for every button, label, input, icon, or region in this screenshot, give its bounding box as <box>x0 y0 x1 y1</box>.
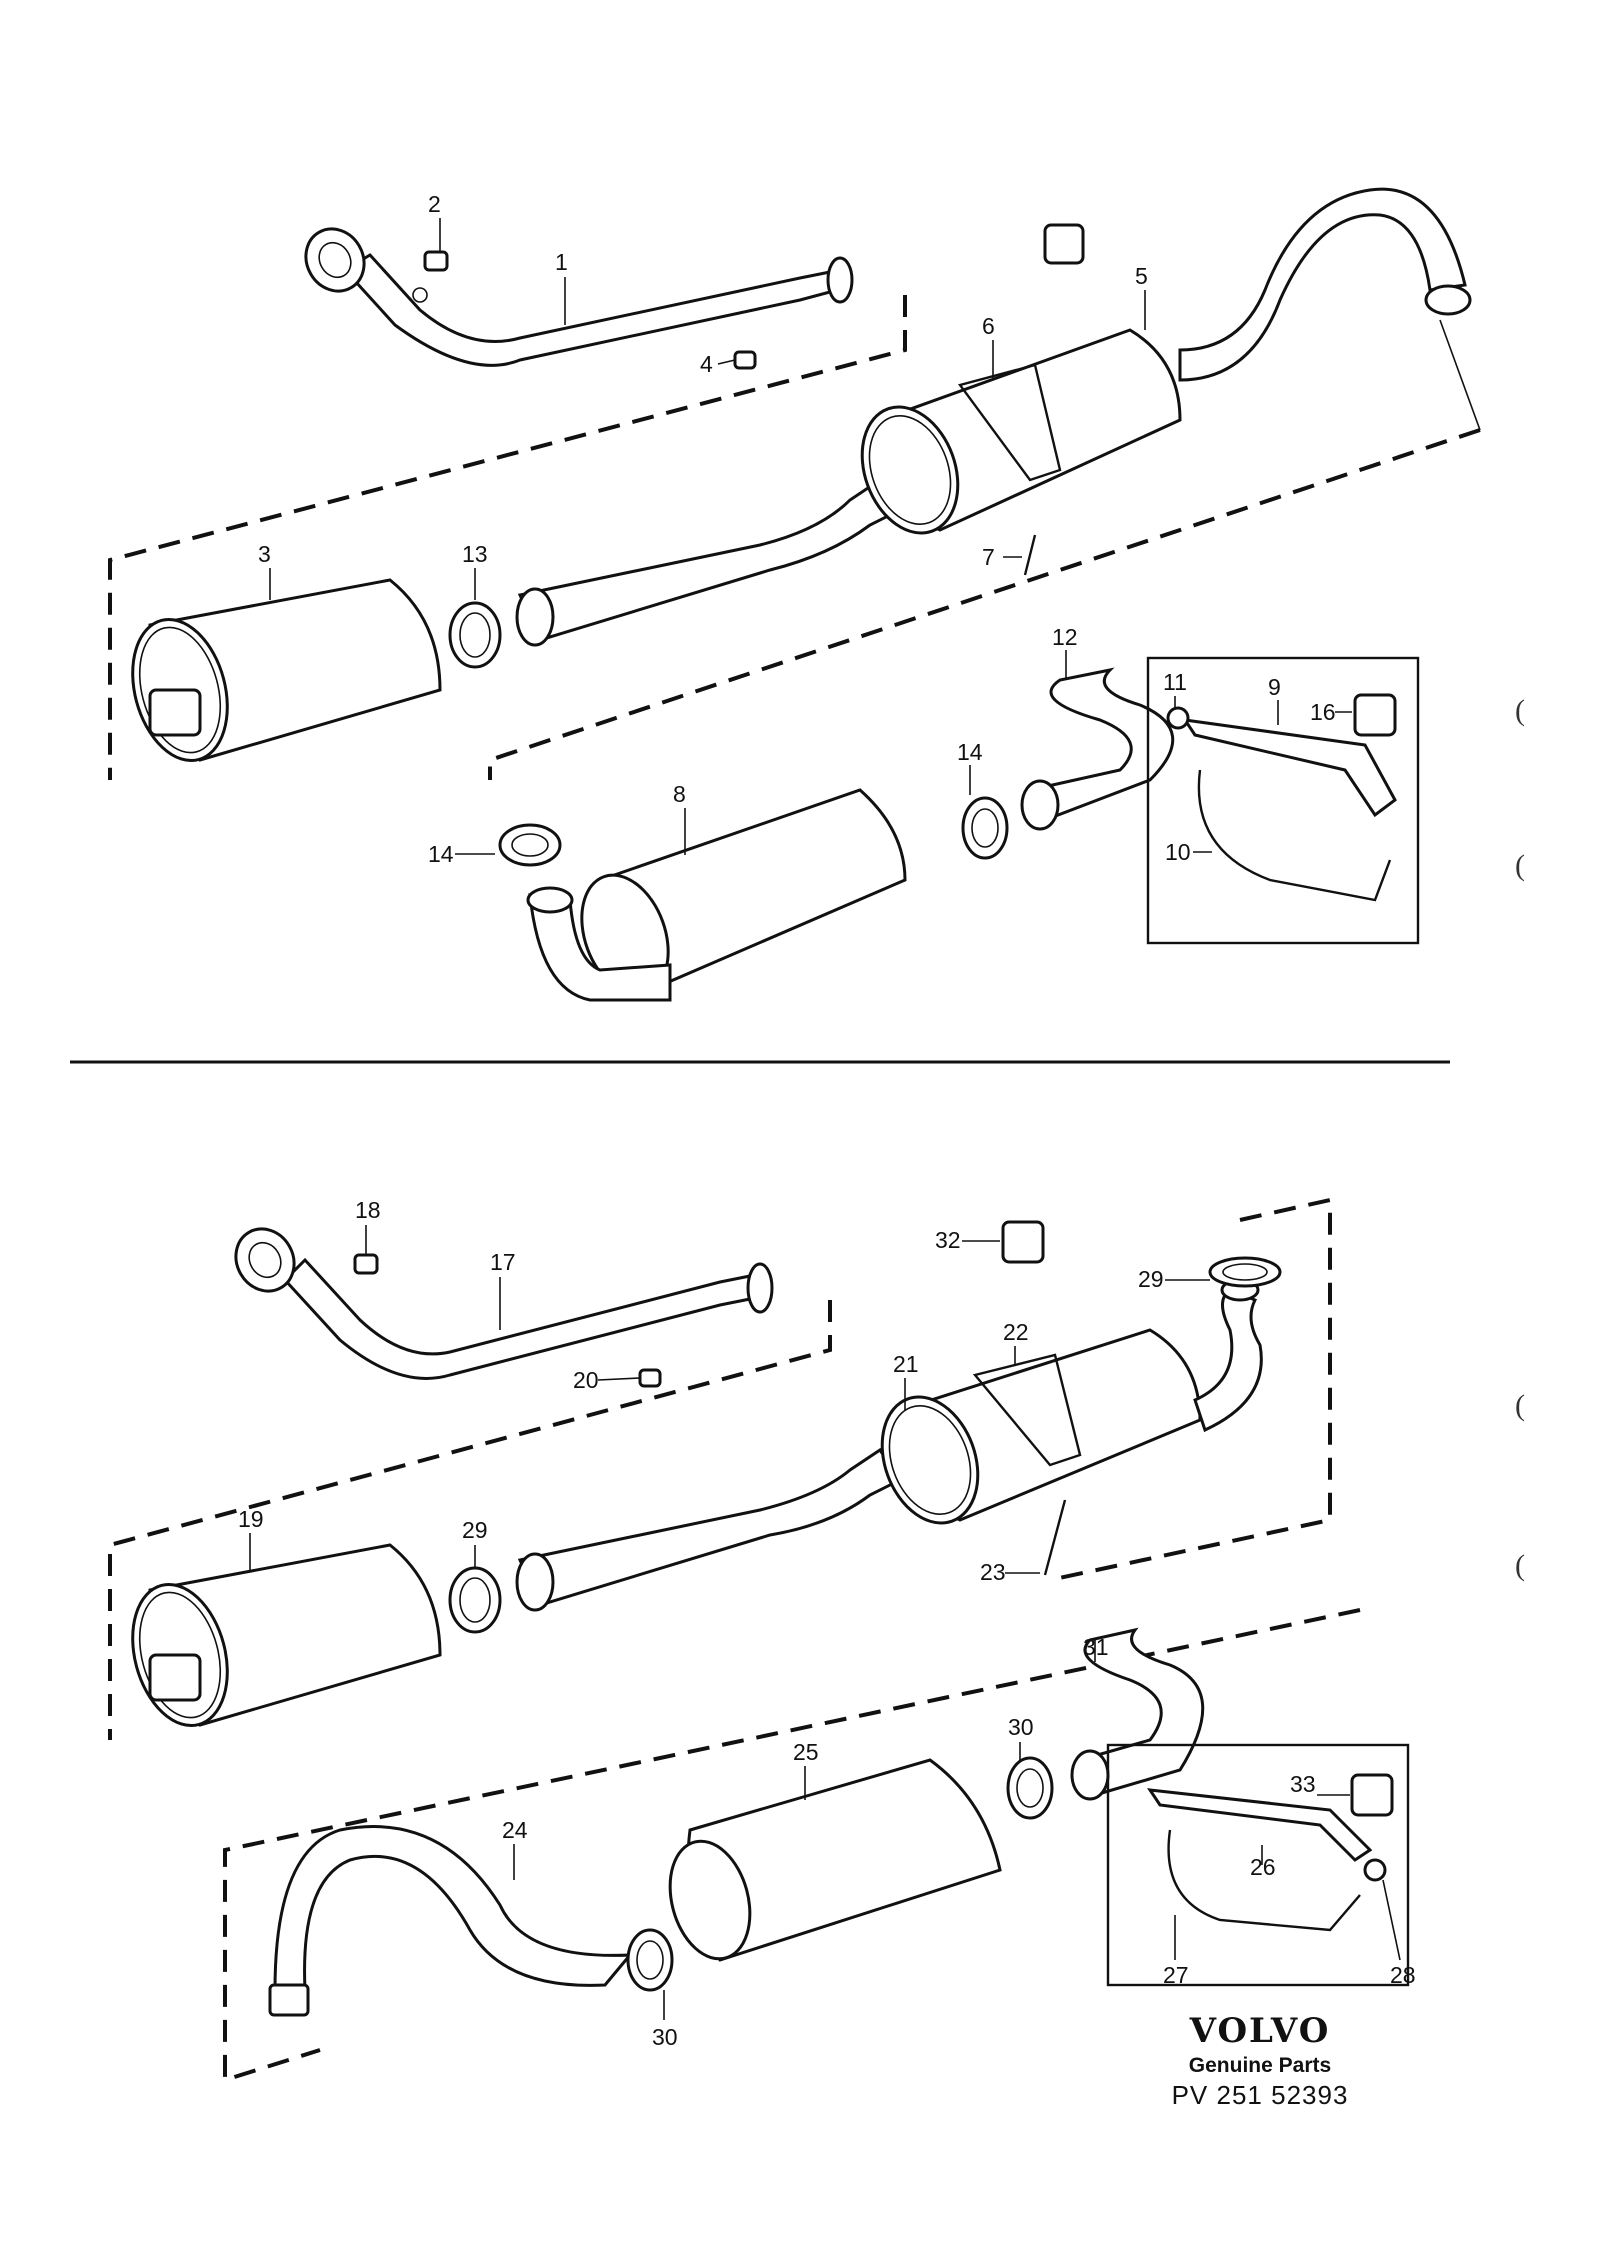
callout-label: 8 <box>673 781 686 807</box>
nut-18 <box>353 1253 379 1275</box>
hanger-band-6 <box>957 363 1062 482</box>
callout-label: 5 <box>1135 263 1148 289</box>
dashed-group-outline-bottom-c <box>223 1608 1361 2083</box>
dashed-group-outline-mid <box>488 428 1481 780</box>
callout-label: 18 <box>355 1197 381 1223</box>
callout-label: 7 <box>982 544 995 570</box>
callout-label: 6 <box>982 313 995 339</box>
callout-label: 22 <box>1003 1319 1029 1345</box>
callout-label: 29 <box>462 1517 488 1543</box>
callout-label: 13 <box>462 541 488 567</box>
callout-label: 30 <box>1008 1714 1034 1740</box>
tail-pipe-31 <box>1070 1627 1205 1801</box>
margin-marks: ( ( ( ( <box>1515 694 1525 1582</box>
front-pipe-17 <box>234 1227 774 1380</box>
clamp-29-left <box>448 1566 502 1634</box>
rear-silencer-8 <box>526 788 907 1002</box>
callouts-bottom: 17 18 19 20 21 22 23 24 25 26 27 28 29 2… <box>238 1197 1416 2050</box>
clamp-13 <box>448 601 502 669</box>
callout-label: 21 <box>893 1351 919 1377</box>
intermediate-pipe-bottom <box>515 1447 903 1612</box>
callout-label: 17 <box>490 1249 516 1275</box>
rubber-mount-32 <box>1001 1220 1045 1264</box>
bolt-23 <box>1043 1499 1067 1576</box>
brand-block: VOLVO Genuine Parts PV 251 52393 <box>1172 2011 1349 2110</box>
callout-label: 11 <box>1163 669 1187 695</box>
callout-label: 33 <box>1290 1771 1316 1797</box>
rear-silencer-25 <box>668 1758 1002 1962</box>
inset-box-bottom <box>1106 1743 1410 1987</box>
genuine-parts-label: Genuine Parts <box>1189 2054 1331 2077</box>
dashed-group-outline-bottom-a <box>108 1300 832 1740</box>
part-number: PV 251 52393 <box>1172 2080 1349 2110</box>
callout-label: 20 <box>573 1367 599 1393</box>
callouts-bottom-leaders <box>249 1225 1401 2020</box>
margin-mark: ( <box>1515 1389 1525 1422</box>
clamp-30-left <box>626 1928 674 1992</box>
bolt-7 <box>1023 534 1037 576</box>
callout-label: 14 <box>428 841 454 867</box>
callout-label: 3 <box>258 541 271 567</box>
callout-label: 30 <box>652 2024 678 2050</box>
callout-label: 1 <box>555 249 568 275</box>
callout-label: 4 <box>700 351 713 377</box>
callout-label: 23 <box>980 1559 1006 1585</box>
clamp-30-right <box>1006 1756 1054 1820</box>
front-silencer-19 <box>131 1543 442 1728</box>
tail-pipe-24 <box>268 1825 634 2017</box>
clamp-29-right <box>1208 1256 1282 1288</box>
intermediate-pipe <box>515 477 903 647</box>
clamp-14-right <box>961 796 1009 860</box>
callout-label: 28 <box>1390 1962 1416 1988</box>
callout-label: 9 <box>1268 674 1281 700</box>
top-assembly <box>108 187 1481 1002</box>
dashed-group-outline-top <box>108 295 907 780</box>
margin-mark: ( <box>1515 1549 1525 1582</box>
hanger-band-22 <box>972 1353 1082 1467</box>
callouts-top-leaders <box>269 218 1352 855</box>
callouts-top: 1 2 3 4 5 6 7 8 9 10 11 12 13 14 14 16 <box>258 191 1336 867</box>
callout-label: 16 <box>1310 699 1336 725</box>
middle-silencer-21 <box>880 1278 1263 1525</box>
middle-silencer-5 <box>860 187 1472 535</box>
callout-label: 10 <box>1165 839 1191 865</box>
front-silencer-3 <box>131 578 442 763</box>
tail-pipe-12 <box>1020 667 1175 831</box>
callout-label: 12 <box>1052 624 1078 650</box>
front-pipe-1 <box>304 227 854 367</box>
margin-mark: ( <box>1515 849 1525 882</box>
callout-label: 2 <box>428 191 441 217</box>
bottom-assembly <box>108 1197 1410 2083</box>
dashed-group-outline-bottom-b <box>1049 1197 1332 1582</box>
inset-box-top <box>1146 656 1420 945</box>
callout-label: 32 <box>935 1227 961 1253</box>
rubber-mount <box>1043 223 1085 265</box>
callout-label: 27 <box>1163 1962 1189 1988</box>
callout-label: 19 <box>238 1506 264 1532</box>
clamp-14-left <box>498 823 562 867</box>
callout-label: 25 <box>793 1739 819 1765</box>
callout-label: 24 <box>502 1817 528 1843</box>
callout-label: 14 <box>957 739 983 765</box>
volvo-logo: VOLVO <box>1189 2011 1331 2051</box>
nut-20 <box>638 1368 662 1388</box>
margin-mark: ( <box>1515 694 1525 727</box>
callout-label: 29 <box>1138 1266 1164 1292</box>
nut-4 <box>733 350 757 370</box>
nut-2 <box>423 250 449 272</box>
